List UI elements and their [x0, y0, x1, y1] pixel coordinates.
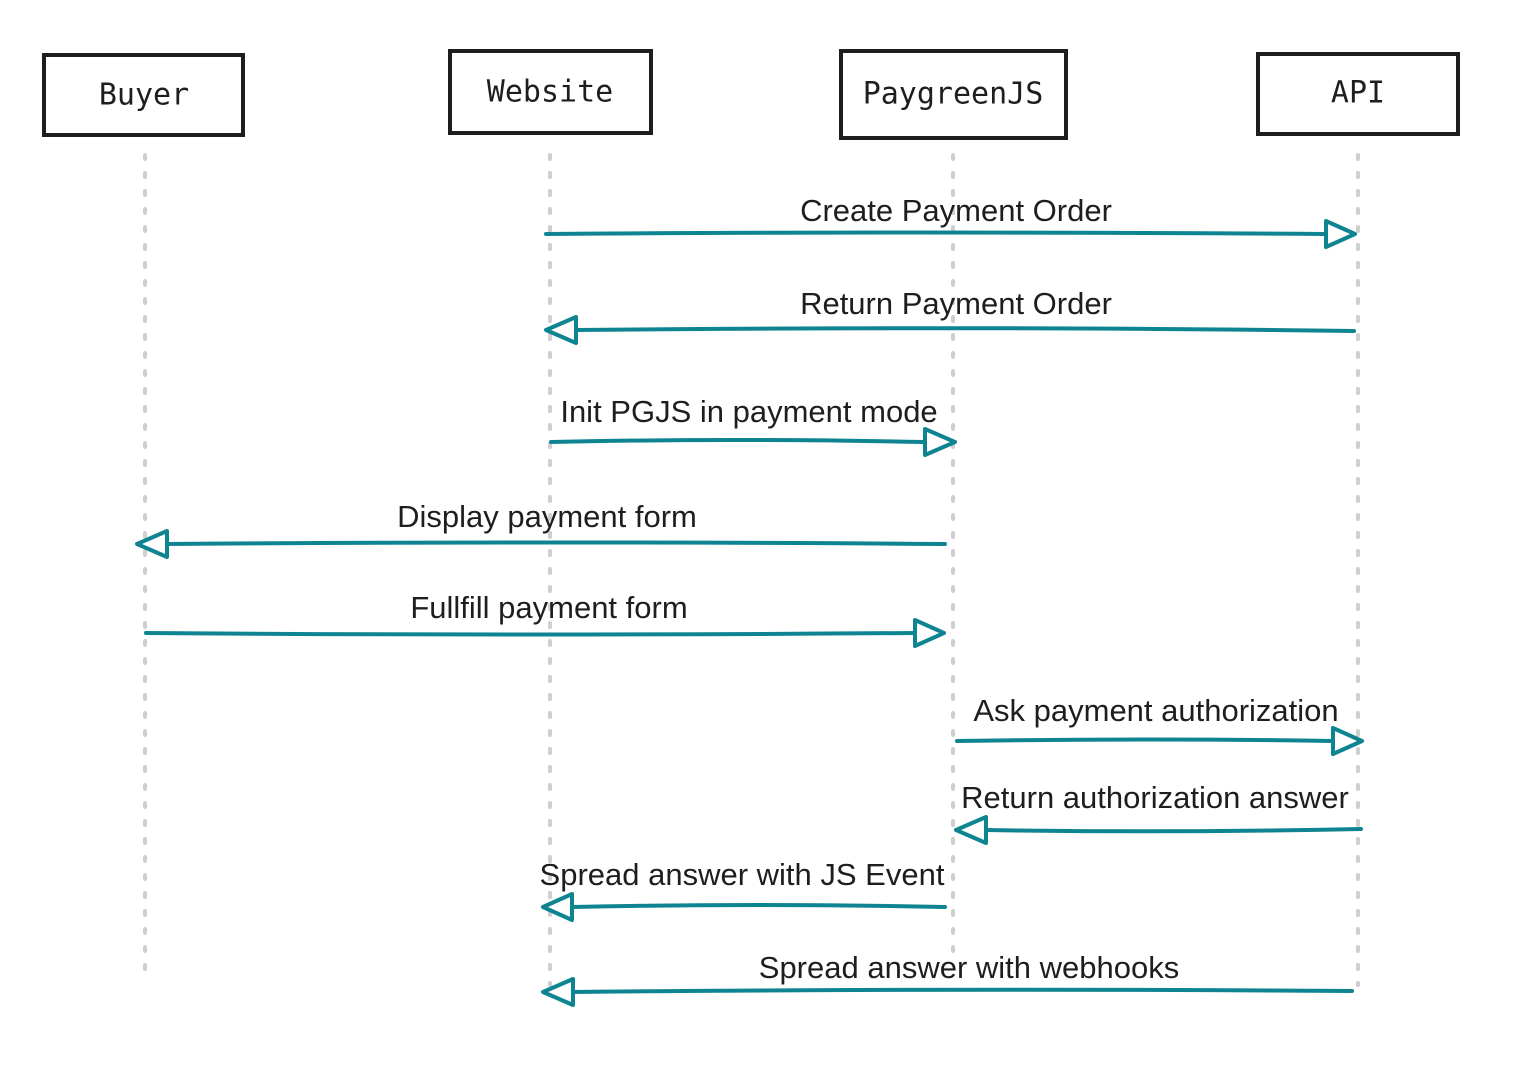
message-label: Spread answer with JS Event: [540, 857, 945, 892]
participant-paygreenjs: PaygreenJS: [839, 49, 1068, 140]
message-label: Display payment form: [397, 499, 697, 534]
arrow-left-icon: [135, 529, 169, 559]
arrow-right-icon: [1324, 219, 1357, 249]
participant-api: API: [1256, 52, 1460, 136]
message-fullfill-payment-form: Fullfill payment form: [144, 590, 946, 648]
participant-website: Website: [448, 49, 653, 135]
message-label: Fullfill payment form: [410, 590, 687, 625]
message-label: Ask payment authorization: [973, 693, 1338, 728]
message-init-pgjs: Init PGJS in payment mode: [549, 394, 957, 457]
message-label: Create Payment Order: [800, 193, 1112, 228]
message-return-authorization-answer: Return authorization answer: [954, 780, 1363, 845]
participant-label: PaygreenJS: [863, 77, 1044, 112]
arrow-right-icon: [1331, 726, 1364, 756]
arrow-left-icon: [541, 892, 574, 922]
message-spread-answer-js-event: Spread answer with JS Event: [540, 857, 947, 922]
arrow-left-icon: [954, 815, 988, 845]
message-label: Spread answer with webhooks: [759, 950, 1179, 985]
message-label: Init PGJS in payment mode: [560, 394, 937, 429]
message-label: Return authorization answer: [961, 780, 1349, 815]
message-label: Return Payment Order: [800, 286, 1112, 321]
arrow-left-icon: [541, 977, 575, 1007]
arrow-right-icon: [913, 618, 946, 648]
participant-label: Website: [487, 75, 613, 110]
participant-buyer: Buyer: [42, 53, 245, 137]
message-create-payment-order: Create Payment Order: [544, 193, 1357, 249]
message-display-payment-form: Display payment form: [135, 499, 947, 559]
arrow-right-icon: [923, 427, 957, 457]
arrow-left-icon: [544, 315, 578, 345]
participant-label: API: [1331, 76, 1385, 111]
message-spread-answer-webhooks: Spread answer with webhooks: [541, 950, 1354, 1007]
participant-label: Buyer: [99, 78, 189, 113]
message-ask-payment-authorization: Ask payment authorization: [955, 693, 1364, 756]
message-return-payment-order: Return Payment Order: [544, 286, 1356, 345]
